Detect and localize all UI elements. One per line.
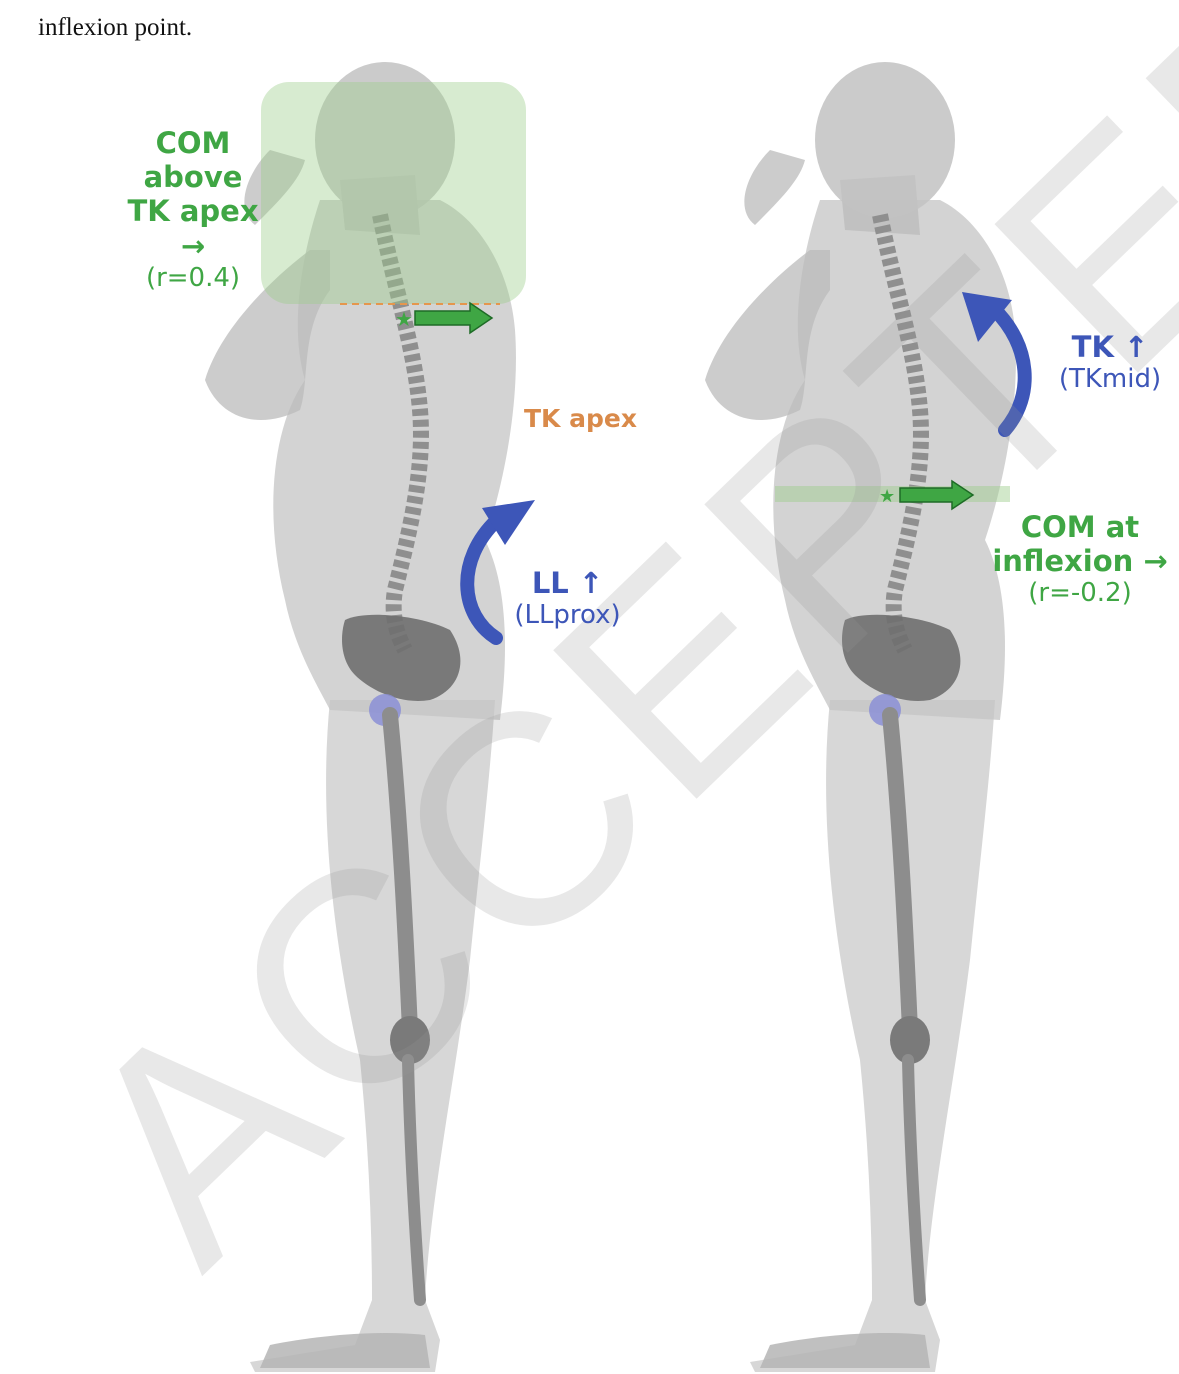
right-com-label: COM at inflexion → (r=-0.2) — [985, 510, 1175, 609]
ll-label: LL ↑ (LLprox) — [500, 566, 635, 631]
left-com-label-line3: (r=0.4) — [118, 263, 268, 294]
right-com-label-line2: inflexion → — [985, 544, 1175, 578]
right-body-head — [815, 62, 955, 218]
right-figure — [705, 62, 1016, 1372]
left-com-label-line1: COM above — [118, 126, 268, 194]
left-com-star-icon: ★ — [395, 307, 413, 331]
tk-apex-label: TK apex — [524, 404, 644, 434]
left-com-label-line2: TK apex → — [118, 194, 268, 262]
ll-label-line1: LL ↑ — [500, 566, 635, 600]
left-body-legs — [250, 700, 495, 1372]
right-com-label-line3: (r=-0.2) — [985, 578, 1175, 609]
right-com-label-line1: COM at — [985, 510, 1175, 544]
ll-label-line2: (LLprox) — [500, 600, 635, 631]
tk-label-line1: TK ↑ — [1045, 330, 1175, 364]
right-foot — [760, 1333, 930, 1368]
right-com-star-icon: ★ — [879, 486, 895, 507]
left-com-label: COM above TK apex → (r=0.4) — [118, 126, 268, 294]
left-com-highlight-box — [261, 82, 526, 304]
left-foot — [260, 1333, 430, 1368]
tk-label-line2: (TKmid) — [1045, 364, 1175, 395]
tk-label: TK ↑ (TKmid) — [1045, 330, 1175, 395]
right-body-legs — [750, 700, 995, 1372]
